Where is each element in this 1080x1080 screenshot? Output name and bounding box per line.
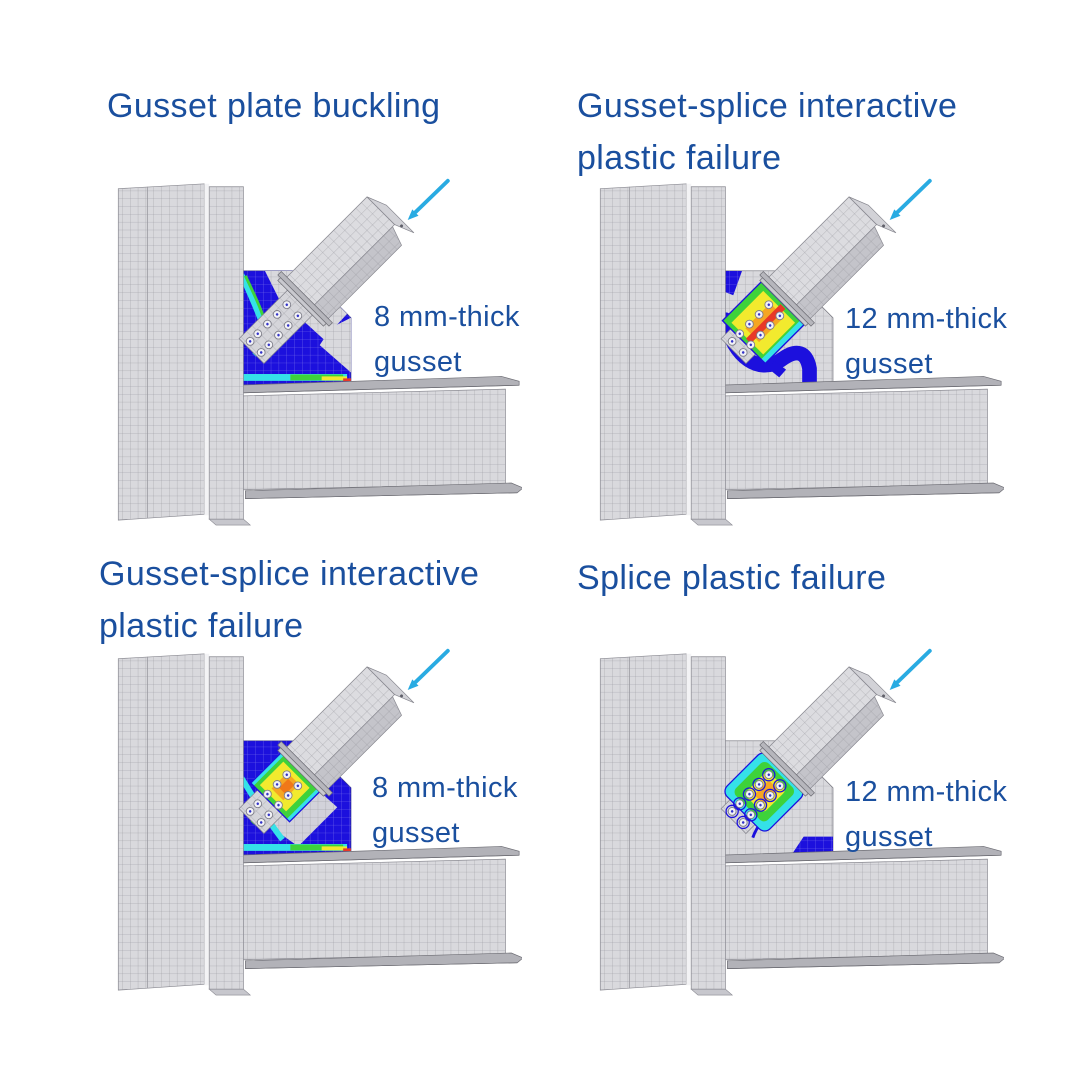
beam-mesh <box>235 376 522 499</box>
brace-member <box>238 196 415 364</box>
panel-title-line: plastic failure <box>99 607 304 645</box>
beam-mesh <box>717 846 1004 969</box>
splice-bolts <box>725 768 787 830</box>
splice-plate <box>238 759 313 834</box>
gusset-plate <box>723 270 834 386</box>
splice-bolts <box>727 300 785 357</box>
gusset-thickness-line: gusset <box>845 348 933 380</box>
gusset-thickness-label: 8 mm-thick gusset <box>372 766 518 856</box>
brace-end-plates <box>759 741 815 797</box>
gusset-thickness-line: 12 mm-thick <box>845 776 1008 808</box>
load-direction-arrow <box>889 178 932 220</box>
brace-end-plates <box>759 271 815 327</box>
splice-plate <box>238 289 313 364</box>
gusset-contour <box>751 816 833 855</box>
plastic-hotspot <box>724 752 804 832</box>
gusset-thickness-label: 8 mm-thick gusset <box>374 295 520 385</box>
gusset-thickness-label: 12 mm-thick gusset <box>845 297 1007 387</box>
splice-bolts <box>245 770 303 827</box>
brace-end-plates <box>277 741 333 797</box>
brace-member <box>720 196 897 365</box>
gusset-thickness-line: gusset <box>845 821 933 853</box>
column-mesh <box>117 653 252 996</box>
beam-mesh <box>235 846 522 969</box>
fea-model <box>599 648 1004 996</box>
brace-member <box>720 666 897 834</box>
plastic-hotspot <box>249 751 321 823</box>
gusset-thickness-line: 8 mm-thick <box>372 772 518 804</box>
panel-title: Gusset-splice interactive plastic failur… <box>99 548 479 652</box>
fea-scene <box>572 645 1004 997</box>
panel-title: Gusset plate buckling <box>107 80 440 132</box>
brace-end-cap <box>366 196 415 234</box>
brace-end-cap <box>848 196 897 234</box>
splice-plate <box>720 289 795 364</box>
brace-end-plates <box>277 271 333 327</box>
fea-scene <box>572 175 1004 527</box>
gusset-thickness-line: 12 mm-thick <box>845 303 1008 335</box>
panel-title-line: plastic failure <box>577 139 782 177</box>
panel-title: Splice plastic failure <box>577 552 886 604</box>
gusset-thickness-line: 8 mm-thick <box>374 301 520 333</box>
fea-scene <box>90 645 522 997</box>
gusset-plate <box>723 740 834 856</box>
gusset-thickness-line: gusset <box>372 817 460 849</box>
gusset-contour <box>241 760 351 852</box>
splice-bolts <box>245 300 303 357</box>
gusset-thickness-label: 12 mm-thick gusset <box>845 770 1007 860</box>
brace-end-cap <box>366 666 415 704</box>
splice-plate <box>720 759 795 834</box>
gusset-contour <box>241 270 351 382</box>
panel-title-line: Gusset-splice interactive <box>99 555 480 593</box>
panel-title-line: Gusset-splice interactive <box>577 87 958 125</box>
load-direction-arrow <box>889 648 932 690</box>
fea-model <box>117 178 522 526</box>
fea-scene <box>90 175 522 527</box>
gusset-plate <box>241 740 352 856</box>
panel-title-line: Gusset plate buckling <box>107 87 441 125</box>
beam-mesh <box>717 376 1004 499</box>
column-mesh <box>117 183 252 526</box>
gusset-contour <box>723 270 817 386</box>
brace-end-cap <box>848 666 897 704</box>
load-direction-arrow <box>407 648 450 690</box>
column-mesh <box>599 653 734 996</box>
gusset-thickness-line: gusset <box>374 346 462 378</box>
load-direction-arrow <box>407 178 450 220</box>
fea-model <box>117 648 522 996</box>
gusset-plate <box>241 270 352 386</box>
plastic-hotspot <box>721 280 806 365</box>
panel-title-line: Splice plastic failure <box>577 559 887 597</box>
column-mesh <box>599 183 734 526</box>
panel-title: Gusset-splice interactive plastic failur… <box>577 80 957 184</box>
brace-member <box>238 666 415 834</box>
fea-model <box>599 178 1004 526</box>
